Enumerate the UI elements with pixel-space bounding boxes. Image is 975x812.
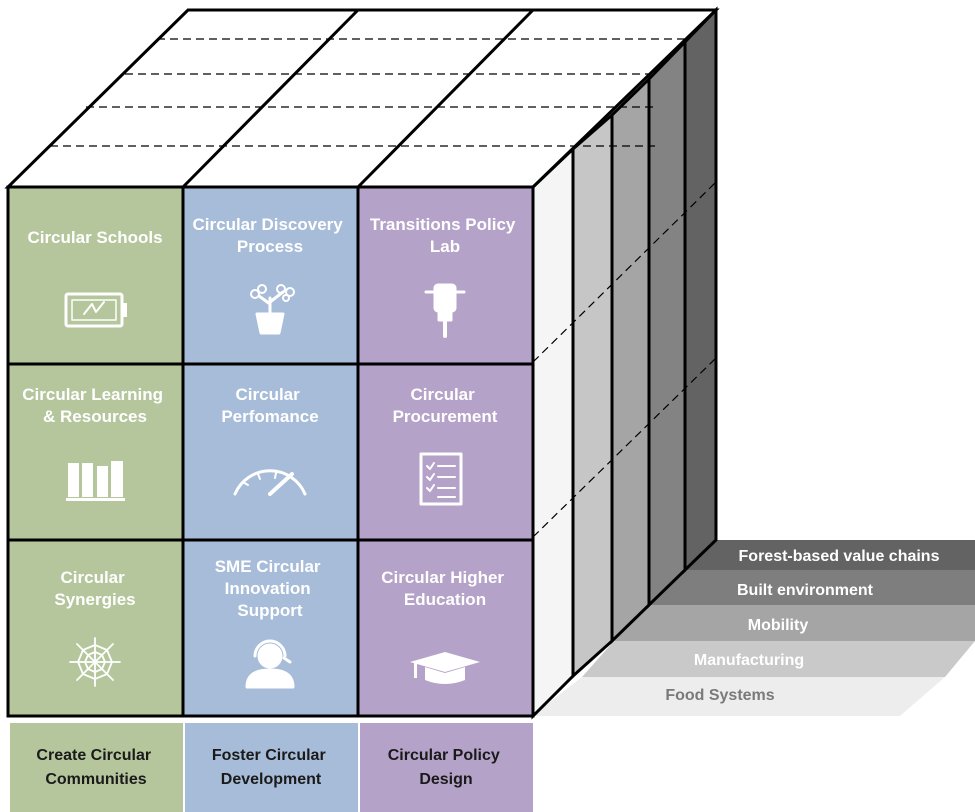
books-icon xyxy=(66,461,125,501)
cell-circular-synergies xyxy=(8,540,183,716)
cell-label-1: Circular Discovery Process xyxy=(193,215,348,256)
pillar-label-0: Create Circular Communities xyxy=(36,747,155,788)
sector-step-built-environment xyxy=(648,570,975,605)
cell-label-5: Circular Procurement xyxy=(393,385,498,426)
graduation-cap-icon xyxy=(410,652,480,684)
side-dashed-line-1 xyxy=(532,181,717,363)
speedometer-icon xyxy=(233,469,307,496)
headset-user-icon xyxy=(245,639,295,689)
sector-step-manufacturing xyxy=(582,641,975,677)
pillar-box-policy xyxy=(360,723,533,812)
cell-label-7: SME Circular Innovation Support xyxy=(215,557,326,620)
side-slice-2 xyxy=(571,111,614,680)
jackhammer-icon xyxy=(424,283,466,338)
sector-label-built-environment: Built environment xyxy=(737,582,874,599)
cell-icons xyxy=(64,283,480,689)
cell-labels: Circular Schools Circular Discovery Proc… xyxy=(22,215,520,620)
cell-circular-procurement xyxy=(358,364,533,540)
cell-label-4: Circular Perfomance xyxy=(221,385,318,426)
cell-label-6: Circular Synergies xyxy=(54,568,135,609)
cell-label-0: Circular Schools xyxy=(27,228,162,247)
side-slice-3 xyxy=(610,75,651,645)
spider-web-icon xyxy=(69,637,121,687)
pillar-boxes: Create Circular Communities Foster Circu… xyxy=(10,723,533,812)
front-face-outline xyxy=(6,185,535,718)
checklist-icon xyxy=(419,452,463,506)
sector-step-food-systems xyxy=(532,677,945,716)
cell-circular-discovery-process xyxy=(183,187,358,364)
side-slice-1 xyxy=(531,145,575,720)
sector-label-food-systems: Food Systems xyxy=(665,687,774,704)
side-slice-4 xyxy=(647,38,687,609)
potted-plant-icon xyxy=(250,284,295,335)
sector-step-forest-based xyxy=(682,540,975,570)
cell-circular-learning-resources xyxy=(8,364,183,540)
sector-labels: Forest-based value chains Built environm… xyxy=(665,548,939,704)
cell-label-8: Circular Higher Education xyxy=(381,568,509,609)
sector-label-forest-based: Forest-based value chains xyxy=(739,548,940,565)
cell-label-2: Transitions Policy Lab xyxy=(370,215,520,256)
pillar-label-2: Circular Policy Design xyxy=(388,747,505,788)
top-divider-2 xyxy=(356,8,535,189)
sector-label-mobility: Mobility xyxy=(748,617,809,634)
pillar-label-1: Foster Circular Development xyxy=(212,747,330,788)
sector-label-manufacturing: Manufacturing xyxy=(694,652,804,669)
sector-steps xyxy=(532,540,975,716)
cube-side-face xyxy=(531,6,718,720)
cell-circular-perfomance xyxy=(183,364,358,540)
pillar-box-development xyxy=(185,723,358,812)
cell-circular-schools xyxy=(8,187,183,364)
side-slice-5 xyxy=(683,6,718,574)
sector-step-mobility xyxy=(614,605,975,641)
pillar-box-communities xyxy=(10,723,183,812)
side-dashed-line-2 xyxy=(532,357,717,538)
cell-circular-higher-education xyxy=(358,540,533,716)
cube-front-face xyxy=(6,185,535,718)
cell-label-3: Circular Learning & Resources xyxy=(22,385,168,426)
battery-icon xyxy=(64,292,127,328)
